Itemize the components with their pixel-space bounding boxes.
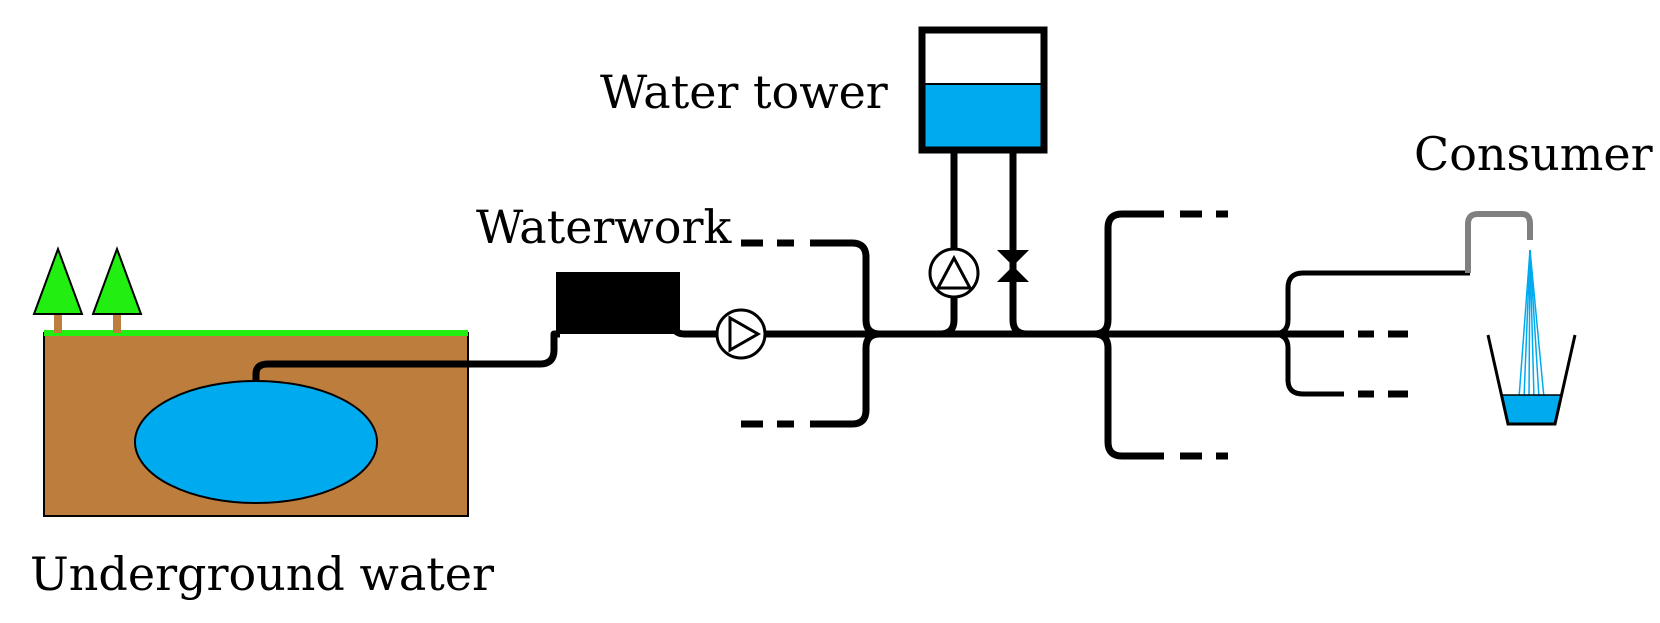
glass-icon: [1486, 334, 1577, 426]
tower-water: [924, 84, 1042, 150]
label-waterwork: Waterwork: [476, 200, 732, 254]
underground-water-ellipse: [134, 380, 378, 504]
pump-icon: [715, 308, 767, 360]
pipe-network: [252, 152, 1470, 460]
label-water-tower: Water tower: [600, 65, 888, 119]
tower-tank: [918, 26, 1048, 154]
label-consumer: Consumer: [1414, 127, 1653, 181]
label-underground-water: Underground water: [30, 547, 494, 601]
water-tower: [918, 26, 1048, 154]
waterwork-building: [556, 272, 680, 334]
valve-icon: [997, 250, 1029, 282]
pump-icon: [928, 247, 980, 299]
faucet-icon: [1465, 211, 1533, 273]
water-stream: [1518, 249, 1545, 399]
underground-reservoir: [43, 330, 469, 517]
tree-icon: [32, 246, 84, 333]
tree-icon: [91, 246, 143, 333]
